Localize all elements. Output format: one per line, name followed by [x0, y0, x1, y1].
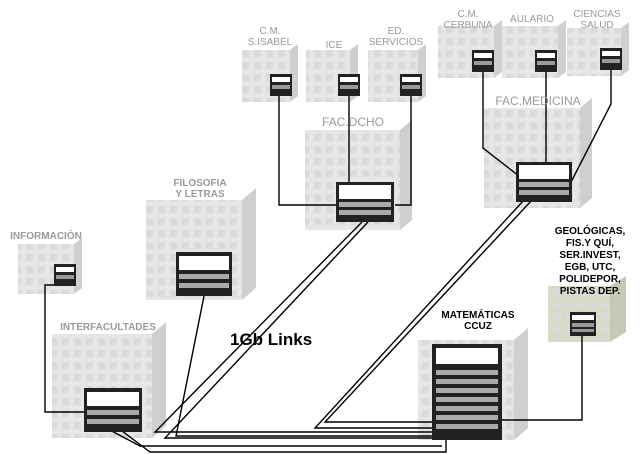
- link-interfac-trunk: [105, 427, 442, 447]
- link-edserv-dcho: [395, 96, 412, 206]
- label-geologicas-line1: GEOLÓGICAS,: [554, 226, 626, 237]
- label-aulario: AULARIO: [510, 14, 554, 25]
- label-cm-cerbuna: C.M. CERBUNA: [436, 9, 500, 31]
- label-informacion: INFORMACIÓN: [10, 231, 82, 242]
- link-interfac-mate: [117, 427, 447, 453]
- label-cm-sisabel-line2: S.ISABEL: [247, 37, 293, 48]
- core-rack-matematicas: [432, 344, 502, 440]
- switch-cm-sisabel: [270, 74, 292, 96]
- switch-cm-cerbuna: [472, 50, 494, 72]
- link-filo-mate: [175, 295, 438, 437]
- link-trunk-1: [153, 221, 438, 433]
- router-fac-dcho: [336, 182, 394, 222]
- router-interfacultades: [84, 388, 142, 432]
- label-fac-dcho: FAC.DCHO: [321, 115, 384, 129]
- label-ed-servicios-line2: SERVICIOS: [368, 37, 424, 48]
- links: [44, 70, 612, 453]
- switch-geologicas: [570, 312, 596, 336]
- link-trunk-2: [163, 221, 440, 439]
- links-label: 1Gb Links: [230, 330, 313, 349]
- label-ice: ICE: [325, 40, 343, 51]
- link-geologicas-mate: [500, 334, 583, 421]
- switch-ciencias-salud: [600, 48, 622, 70]
- switch-ed-servicios: [400, 74, 422, 96]
- label-ciencias-salud: CIENCIAS SALUD: [566, 9, 628, 31]
- label-geologicas-line5: POLIDEPOR,: [559, 274, 621, 285]
- label-interfacultades: INTERFACULTADES: [60, 322, 156, 333]
- label-ciencias-salud-line2: SALUD: [580, 20, 614, 31]
- link-trunk-4: [323, 199, 533, 423]
- label-cm-cerbuna-line1: C.M.: [457, 9, 479, 20]
- label-ed-servicios-line1: ED.: [387, 26, 405, 37]
- building-interfacultades: [52, 322, 166, 438]
- link-trunk-3: [313, 199, 525, 429]
- label-fac-medicina: FAC.MEDICINA: [495, 94, 581, 108]
- router-filosofia: [176, 252, 232, 296]
- switch-ice: [338, 74, 360, 96]
- label-filosofia-line2: Y LETRAS: [175, 189, 225, 200]
- router-fac-medicina: [516, 162, 572, 202]
- label-geologicas-line6: PISTAS DEP.: [559, 286, 621, 297]
- link-cerbuna-medicina: [482, 72, 525, 181]
- label-geologicas-line2: FIS.Y QUÍ,: [565, 238, 615, 249]
- switch-aulario: [535, 50, 557, 72]
- label-geologicas-line3: SER.INVEST,: [559, 250, 621, 261]
- label-filosofia-line1: FILOSOFIA: [173, 178, 227, 189]
- label-filosofia: FILOSOFIA Y LETRAS: [160, 178, 240, 200]
- label-geologicas: GEOLÓGICAS, FIS.Y QUÍ, SER.INVEST, EGB, …: [540, 226, 640, 298]
- label-geologicas-line4: EGB, UTC,: [564, 262, 616, 273]
- label-ciencias-salud-line1: CIENCIAS: [573, 9, 621, 20]
- label-matematicas-line1: MATEMÁTICAS: [441, 310, 515, 321]
- label-cm-cerbuna-line2: CERBUNA: [443, 20, 493, 31]
- link-sisabel-dcho: [278, 96, 340, 206]
- label-cm-sisabel: C.M. S.ISABEL: [240, 26, 300, 48]
- label-matematicas: MATEMÁTICAS CCUZ: [428, 310, 528, 332]
- label-ed-servicios: ED. SERVICIOS: [364, 26, 428, 48]
- label-cm-sisabel-line1: C.M.: [259, 26, 281, 37]
- label-matematicas-line2: CCUZ: [464, 321, 492, 332]
- switch-informacion: [54, 264, 76, 286]
- link-salud-medicina: [567, 70, 612, 189]
